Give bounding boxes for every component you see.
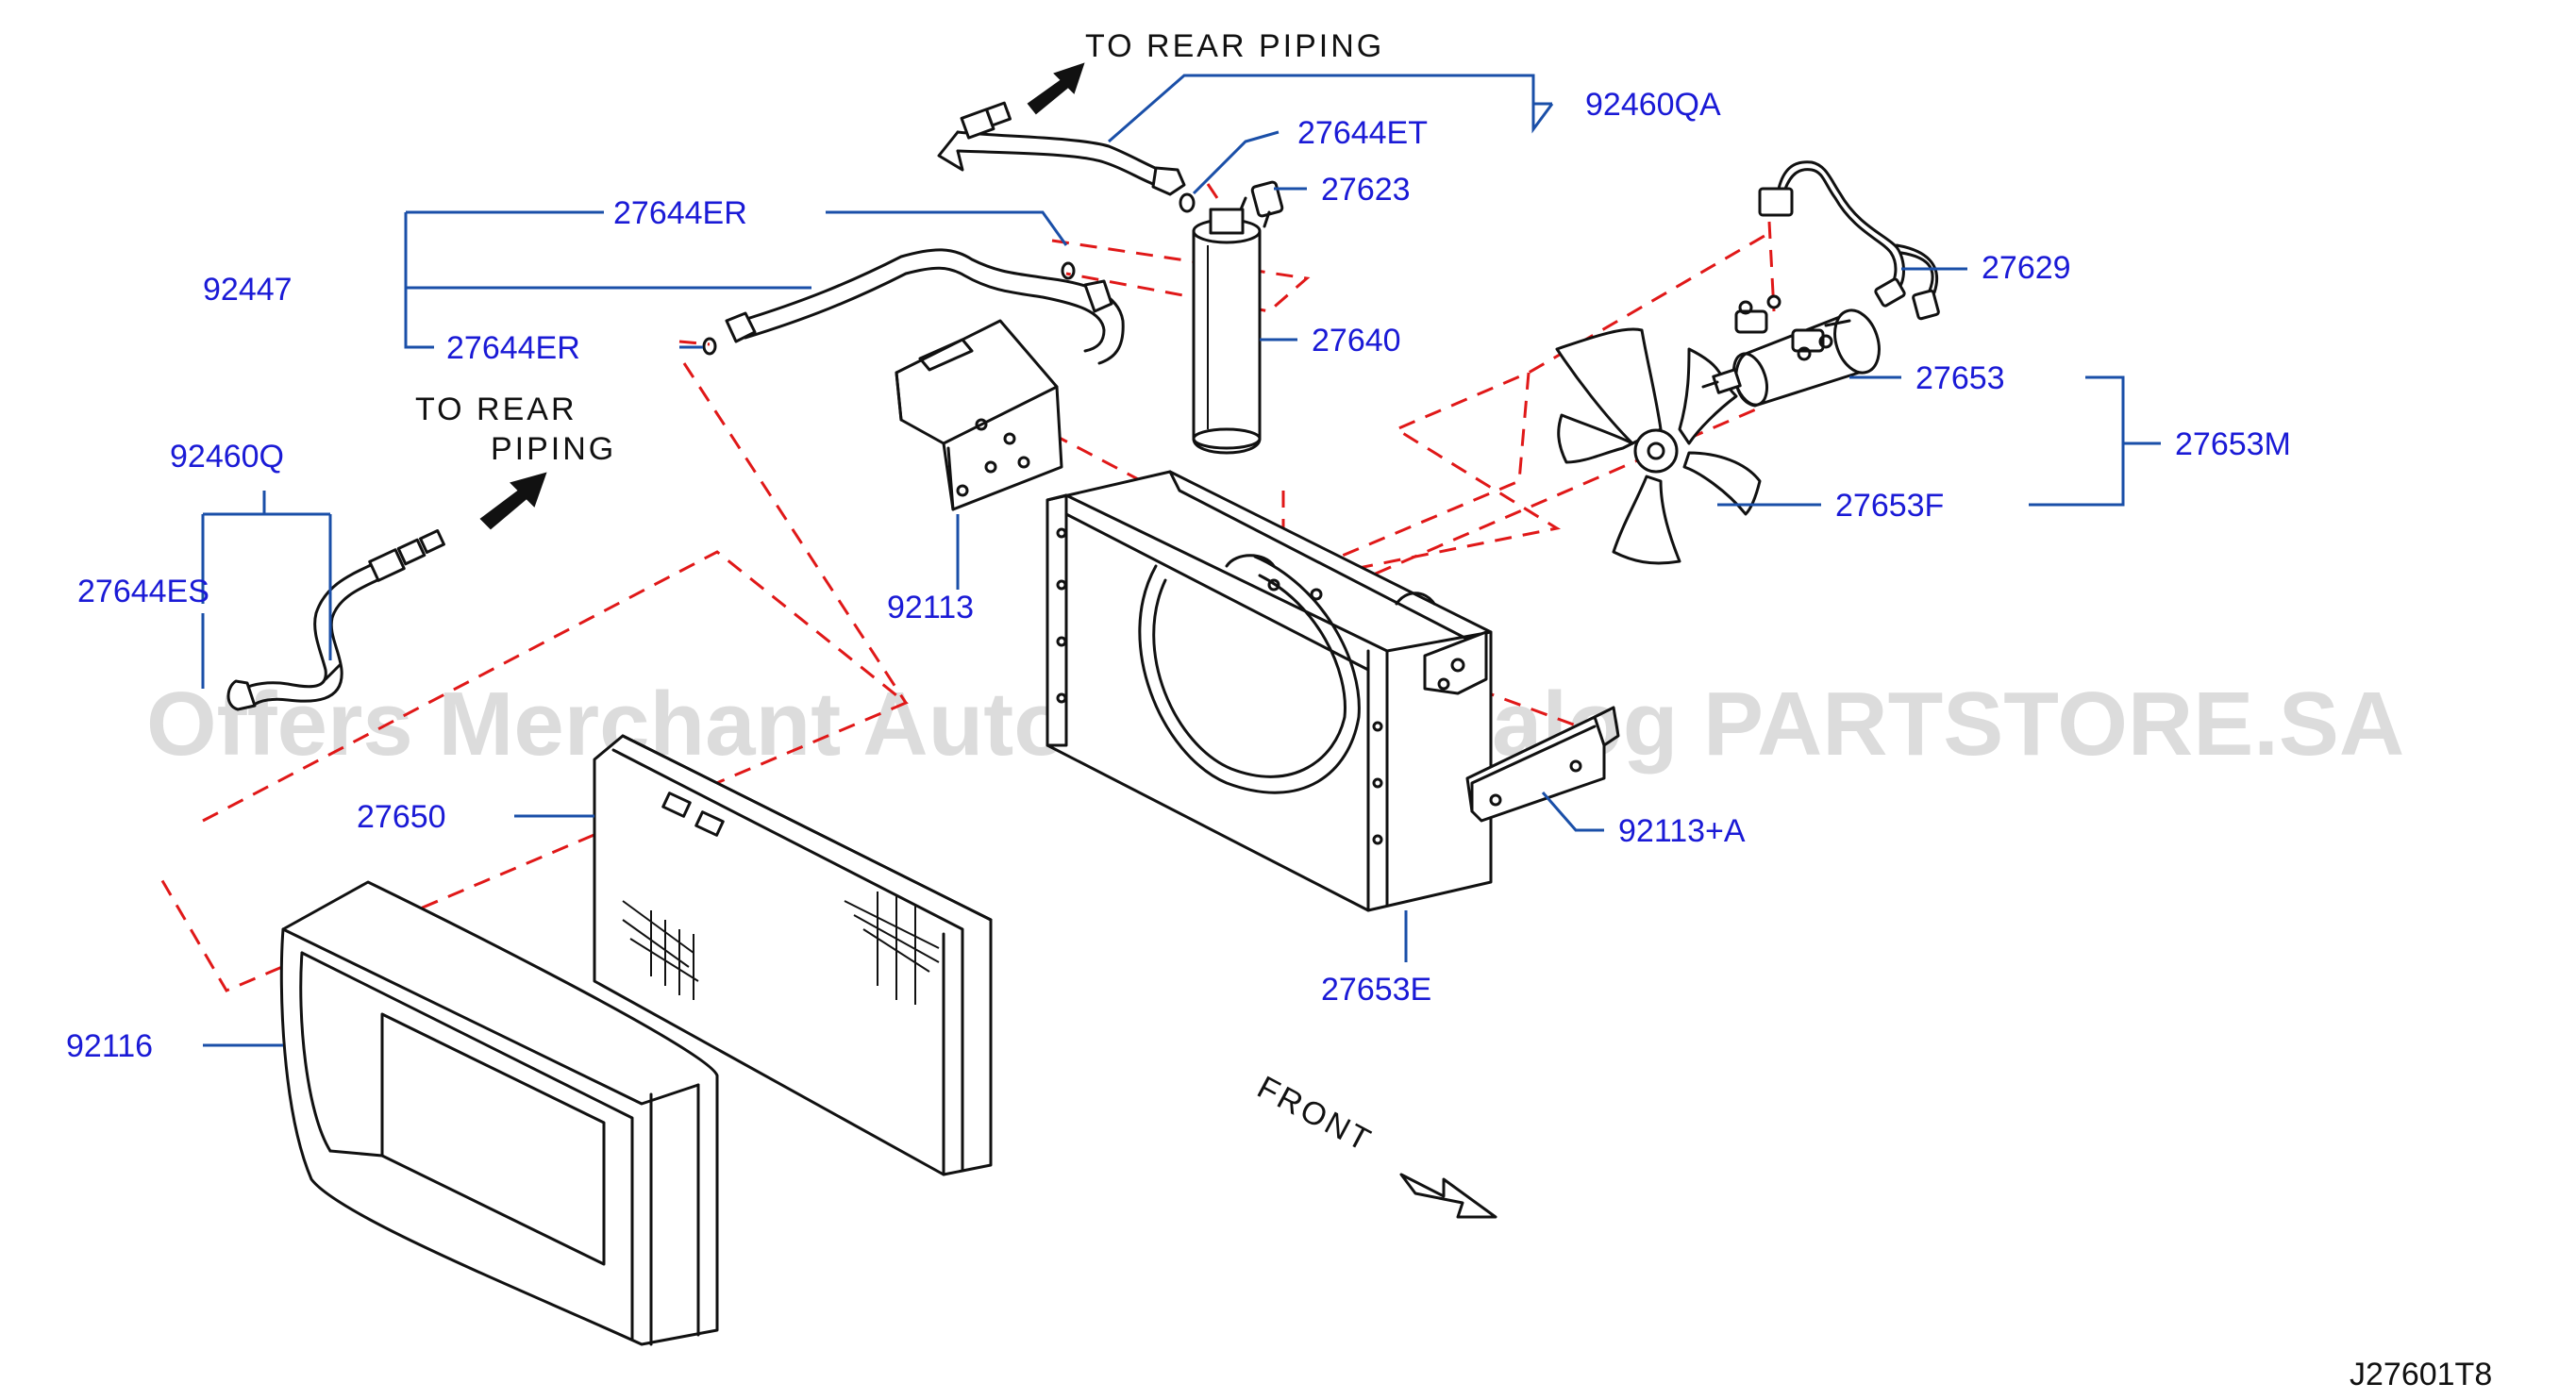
o-ring-27644ET — [1179, 192, 1196, 213]
label-27644ER-bottom: 27644ER — [446, 330, 580, 366]
note-to-rear-left-line1: TO REAR — [415, 392, 577, 427]
note-to-rear-left-line2: PIPING — [491, 431, 616, 467]
receiver-drier-27640 — [1192, 208, 1262, 455]
leader-lines — [201, 74, 2161, 1047]
pressure-switch-27623 — [1239, 180, 1284, 228]
label-27640: 27640 — [1312, 323, 1401, 358]
label-27644ET: 27644ET — [1297, 115, 1428, 151]
label-92113: 92113 — [887, 590, 974, 625]
label-27653F: 27653F — [1835, 488, 1944, 524]
diagram-code: J27601T8 — [2350, 1357, 2492, 1392]
label-92447: 92447 — [203, 272, 293, 308]
label-27644ER-top: 27644ER — [613, 195, 747, 231]
label-27623: 27623 — [1321, 172, 1411, 208]
label-92113A: 92113+A — [1618, 813, 1746, 849]
fan-27653F — [1555, 327, 1762, 565]
fan-motor-27653 — [1701, 294, 1881, 408]
label-92460Q: 92460Q — [170, 439, 284, 475]
pipe-92460QA — [937, 101, 1186, 196]
label-27653: 27653 — [1915, 360, 2005, 396]
label-92460QA: 92460QA — [1585, 87, 1721, 123]
fan-shroud-27653E — [1045, 470, 1493, 912]
condenser-27650 — [593, 734, 993, 1176]
label-92116: 92116 — [66, 1028, 153, 1064]
note-front: FRONT — [1251, 1070, 1378, 1160]
pipe-92447 — [702, 248, 1125, 365]
bracket-92113A — [1465, 706, 1620, 823]
arrow-front-icon — [1399, 1173, 1497, 1219]
harness-27629 — [1758, 160, 1940, 321]
arrow-rear-left-icon — [479, 472, 547, 530]
arrow-rear-top-icon — [1027, 62, 1085, 115]
pipe-92460Q — [226, 529, 445, 711]
label-27653E: 27653E — [1321, 972, 1431, 1008]
label-27650: 27650 — [357, 799, 446, 835]
cover-92116 — [279, 880, 719, 1346]
label-27653M: 27653M — [2175, 426, 2291, 462]
note-to-rear-piping-top: TO REAR PIPING — [1085, 28, 1384, 64]
label-27644ES: 27644ES — [77, 574, 209, 609]
label-27629: 27629 — [1982, 250, 2071, 286]
bracket-92113 — [895, 319, 1063, 511]
